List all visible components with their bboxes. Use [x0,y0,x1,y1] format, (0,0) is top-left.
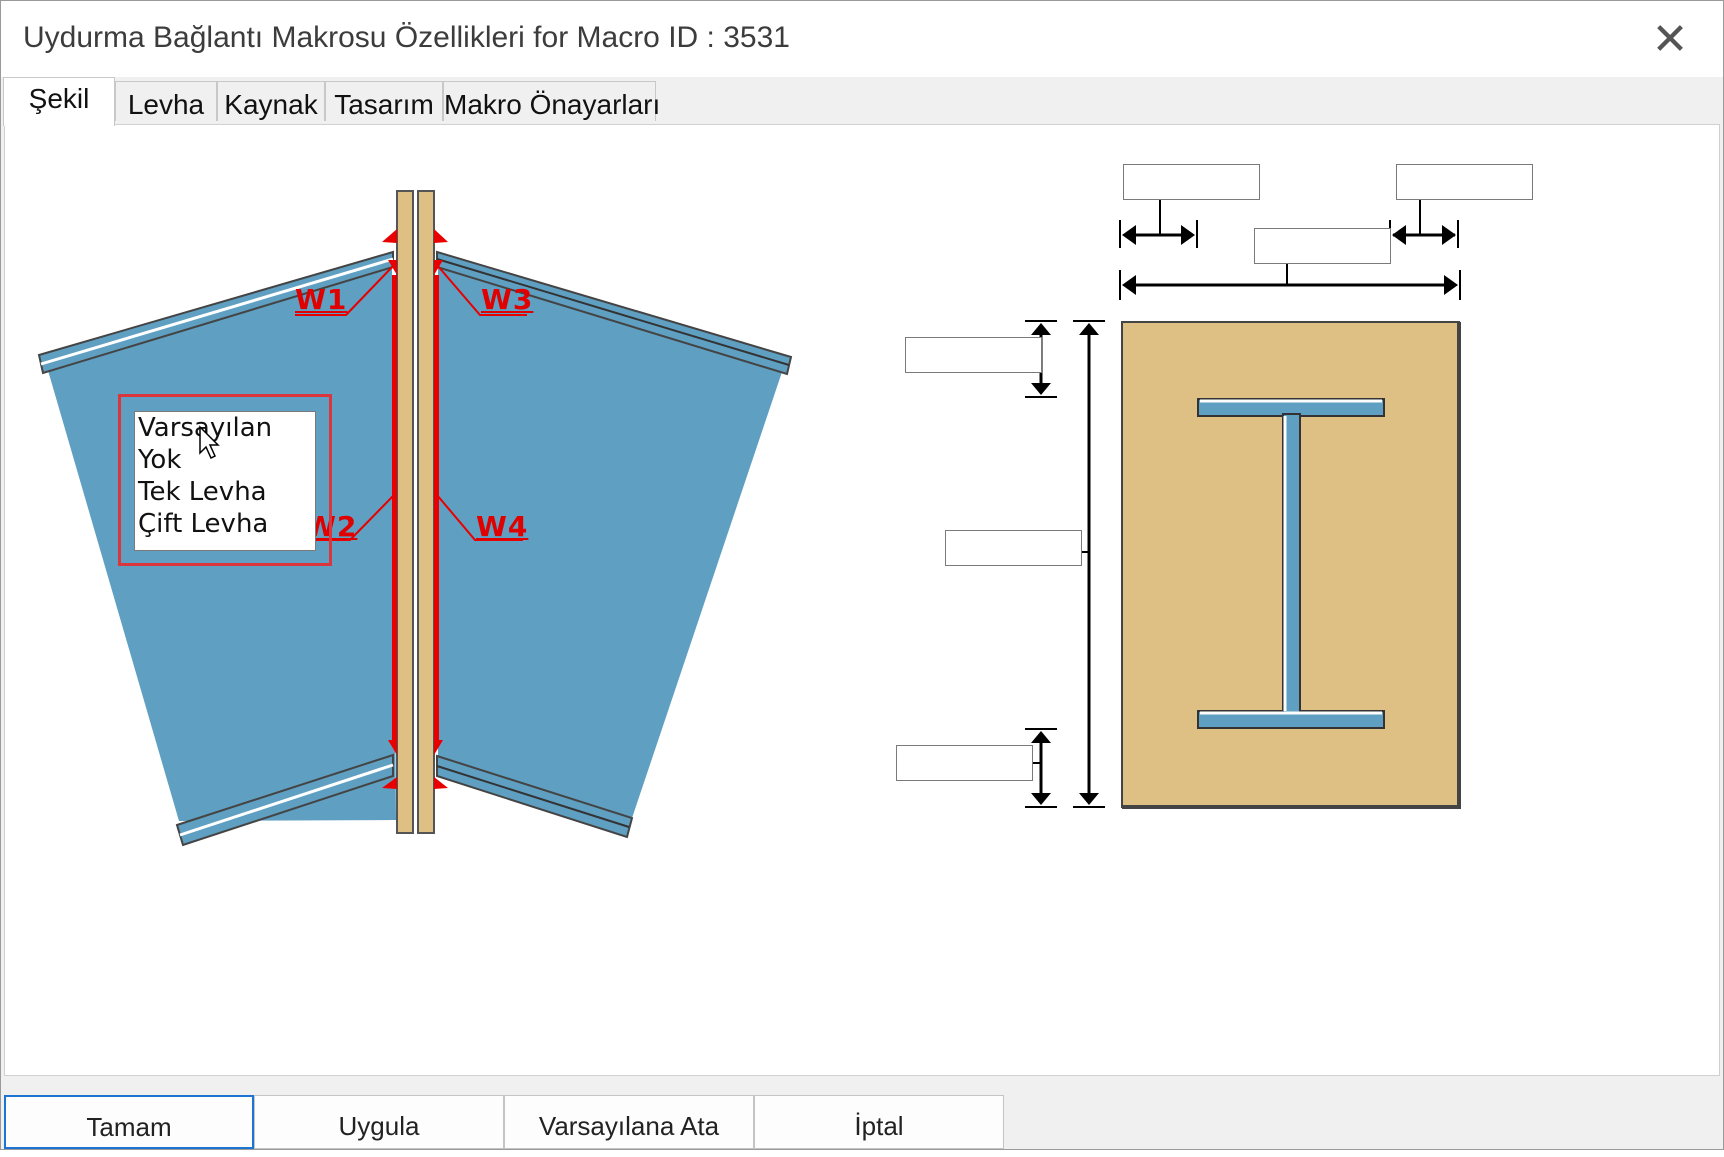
weld-label-w1[interactable]: W1 [295,283,348,316]
plate-type-listbox[interactable]: Varsayılan Yok Tek Levha Çift Levha [134,411,316,551]
apply-button[interactable]: Uygula [254,1095,504,1149]
highlight-frame [118,394,332,566]
weld-label-w3[interactable]: W3 [481,283,534,316]
plate-height-input[interactable] [945,530,1082,566]
list-item[interactable]: Çift Levha [138,509,269,539]
bottom-extension-input[interactable] [896,745,1033,781]
flange-offset-left-input[interactable] [1123,164,1260,200]
section-view [1121,321,1461,809]
flange-offset-right-input[interactable] [1396,164,1533,200]
list-item[interactable]: Tek Levha [138,477,267,507]
ok-button[interactable]: Tamam [4,1095,254,1149]
title-bar: Uydurma Bağlantı Makrosu Özellikleri for… [1,1,1723,77]
end-plates [396,190,435,834]
plate-width-input[interactable] [1254,228,1391,264]
tab-tasarim[interactable]: Tasarım [325,81,443,121]
cancel-button[interactable]: İptal [754,1095,1004,1149]
tab-makro-onayarlari[interactable]: Makro Önayarları [443,81,660,121]
mouse-cursor-icon [199,425,220,460]
tab-levha[interactable]: Levha [115,81,217,121]
shape-tab-panel: W1 W2 W3 W4 [4,124,1720,1076]
list-item[interactable]: Yok [138,445,182,475]
top-extension-input[interactable] [905,337,1042,373]
tab-strip: Şekil Levha Kaynak Tasarım Makro Önayarl… [1,77,1723,126]
set-default-button[interactable]: Varsayılana Ata [504,1095,754,1149]
dimension-lines [1025,200,1461,808]
weld-lines [295,229,527,789]
close-icon[interactable]: ✕ [1651,15,1689,64]
weld-label-w4[interactable]: W4 [476,510,529,543]
connection-diagram [37,190,1461,847]
tab-sekil[interactable]: Şekil [3,77,115,126]
window-title: Uydurma Bağlantı Makrosu Özellikleri for… [23,21,790,54]
tab-kaynak[interactable]: Kaynak [217,81,325,121]
right-beam [436,250,793,839]
